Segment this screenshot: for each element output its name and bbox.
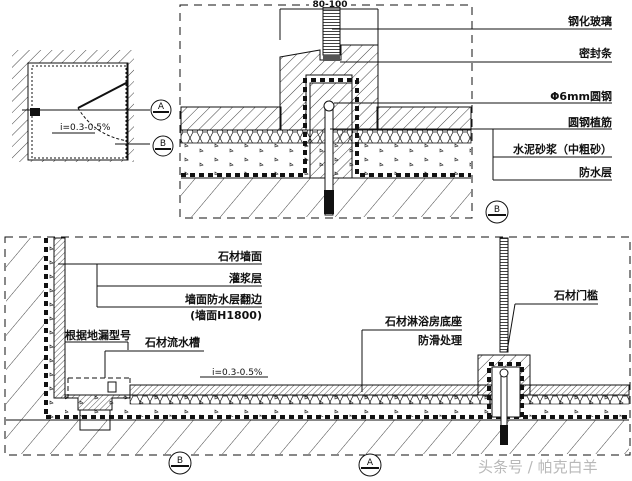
door-swing-arc xyxy=(77,107,129,142)
svg-text:A: A xyxy=(158,102,165,112)
label-sealing-strip: 密封条 xyxy=(579,46,613,60)
stone-floor-left xyxy=(180,106,282,131)
plan-slope-label: i=0.3-0.5% xyxy=(60,123,111,133)
label-anti-slip: 防滑处理 xyxy=(418,333,462,347)
plan-section-marker-a[interactable]: A xyxy=(150,99,172,121)
glass-door xyxy=(499,237,509,353)
stone-shower-base xyxy=(129,384,630,396)
stone-gutter xyxy=(64,394,131,411)
plan-section-marker-b[interactable]: B xyxy=(152,135,174,157)
waterproof-layer xyxy=(181,78,471,177)
label-stone-gutter: 石材流水槽 xyxy=(144,335,200,349)
section-marker-b-bottom[interactable]: B xyxy=(168,451,192,475)
floor-slope-label: i=0.3-0.5% xyxy=(212,368,263,378)
detail-frame-bottom xyxy=(4,236,631,456)
label-stone-threshold: 石材门槛 xyxy=(553,288,598,302)
stone-wall-face xyxy=(53,237,66,399)
label-rebar-anchor: 圆钢植筋 xyxy=(568,115,612,129)
threshold-section-detail: 80-100 钢化玻璃 密封条 Φ6mm圆钢 圆钢植筋 水泥砂浆（中粗砂） 防水… xyxy=(179,0,613,224)
label-steel-rod: Φ6mm圆钢 xyxy=(550,89,612,103)
sealing-strip xyxy=(323,55,340,61)
label-wall-waterproof: 墙面防水层翻边 xyxy=(185,292,263,306)
label-stone-wall: 石材墙面 xyxy=(217,249,262,263)
plan-door xyxy=(77,81,129,109)
label-waterproof: 防水层 xyxy=(579,165,612,179)
label-wall-height: (墙面H1800) xyxy=(190,308,262,322)
stone-floor-right xyxy=(376,106,472,131)
svg-text:B: B xyxy=(160,139,166,149)
shower-base-section-detail: 石材墙面 灌浆层 墙面防水层翻边 (墙面H1800) 根据地漏型号 石材流水槽 … xyxy=(4,236,631,477)
curb-width-dimension: 80-100 xyxy=(312,0,347,10)
svg-text:B: B xyxy=(494,205,500,215)
floor-drain xyxy=(79,410,111,431)
label-drain-model: 根据地漏型号 xyxy=(65,328,131,342)
section-marker-b-top[interactable]: B xyxy=(485,200,509,224)
label-grout-layer: 灌浆层 xyxy=(229,271,262,285)
label-shower-base: 石材淋浴房底座 xyxy=(384,314,462,328)
svg-text:A: A xyxy=(367,458,374,468)
label-cement-mortar: 水泥砂浆（中粗砂） xyxy=(513,142,612,156)
shower-plan: i=0.3-0.5% A B xyxy=(12,50,174,162)
svg-text:B: B xyxy=(177,456,183,466)
watermark: 头条号 / 帕克白羊 xyxy=(478,458,598,476)
section-marker-a-bottom[interactable]: A xyxy=(358,453,382,477)
label-tempered-glass: 钢化玻璃 xyxy=(568,14,612,28)
